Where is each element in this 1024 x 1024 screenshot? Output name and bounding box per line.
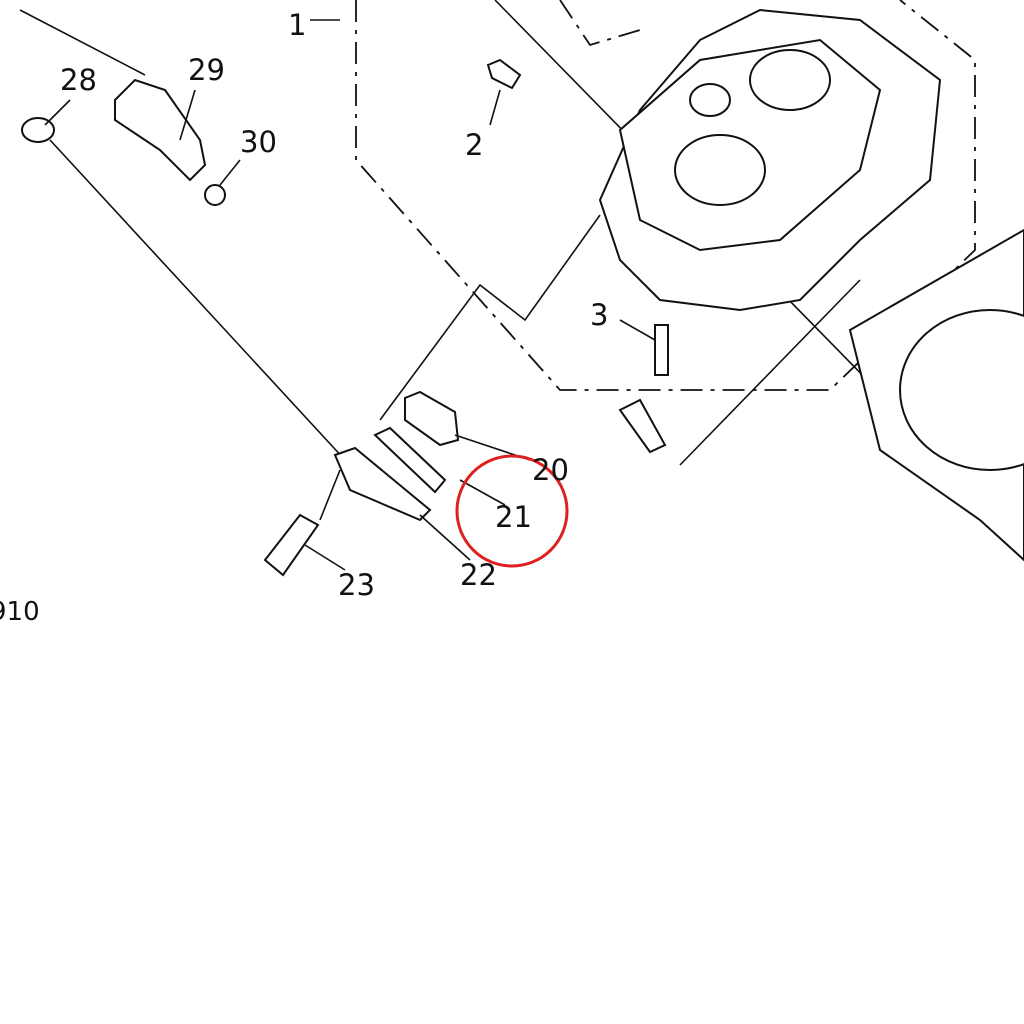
- group-boundary-upper: [559, 0, 641, 47]
- part-2-plug: [486, 58, 522, 90]
- cylinder-head: [598, 8, 942, 312]
- callout-3: 3: [590, 298, 608, 332]
- part-30-bolt: [204, 184, 226, 206]
- callout-30: 30: [240, 125, 277, 159]
- part-20: [404, 390, 460, 447]
- callout-1: 1: [288, 8, 306, 42]
- callout-20: 20: [532, 453, 569, 487]
- group-boundary-head: [355, 0, 976, 391]
- part-29-bracket: [114, 78, 207, 182]
- callout-23: 23: [338, 568, 375, 602]
- callout-29: 29: [188, 53, 225, 87]
- callout-28: 28: [60, 63, 97, 97]
- part-22: [333, 446, 432, 522]
- part-21: [373, 426, 447, 494]
- callout-2: 2: [465, 128, 483, 162]
- callout-leaders: [44, 89, 656, 571]
- callout-21: 21: [495, 500, 532, 534]
- part-23-bolt: [263, 513, 320, 577]
- cylinder-gasket: [848, 228, 1024, 562]
- figure-code: 910: [0, 597, 40, 627]
- highlight-circle: [455, 454, 569, 568]
- part-3-stud: [654, 324, 669, 376]
- callout-22: 22: [460, 558, 497, 592]
- bolt: [618, 398, 667, 454]
- leader-line: [19, 0, 1024, 541]
